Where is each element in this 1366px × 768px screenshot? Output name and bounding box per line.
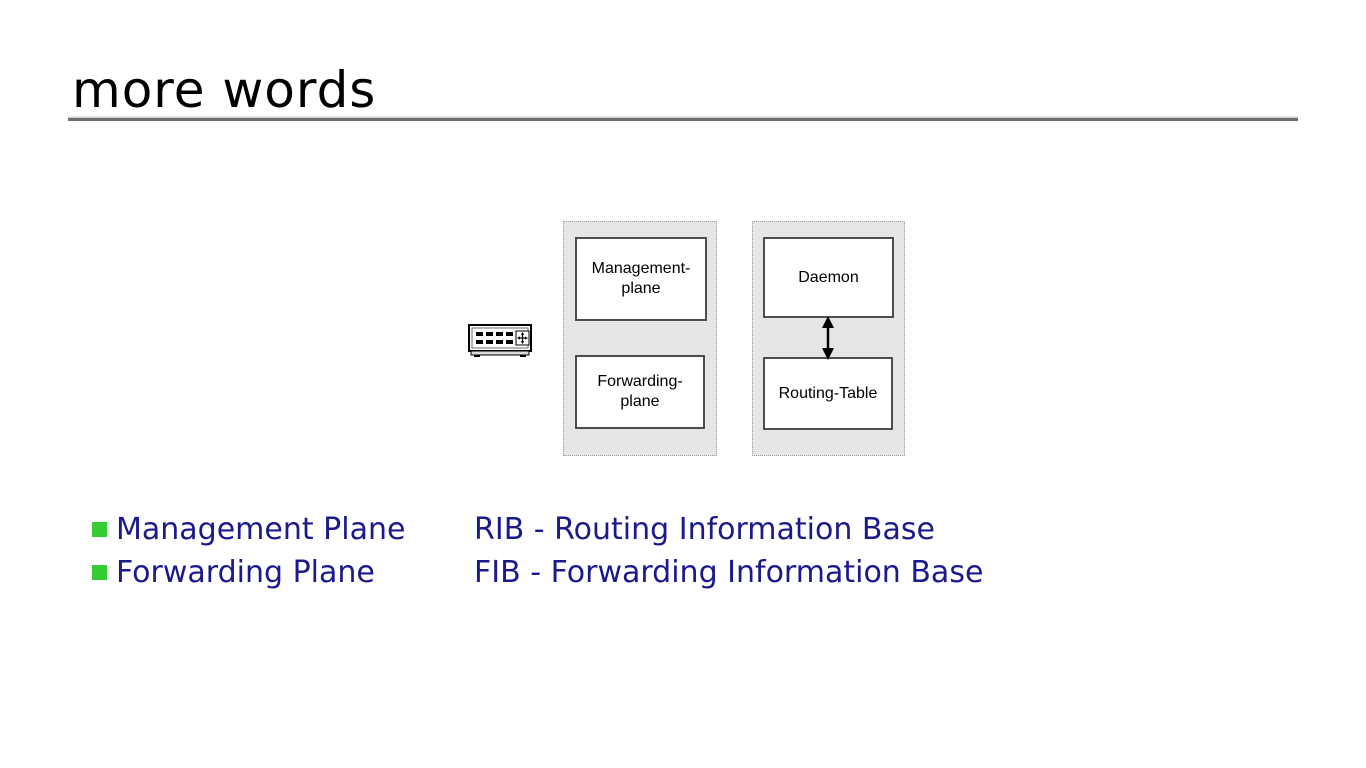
box-forwarding-plane: Forwarding- plane: [575, 355, 705, 429]
term-label-fib: FIB - Forwarding Information Base: [474, 555, 984, 590]
list-item: Forwarding Plane: [92, 551, 405, 594]
box-routing-table: Routing-Table: [763, 357, 893, 430]
box-routing-table-label: Routing-Table: [778, 384, 878, 402]
list-item: FIB - Forwarding Information Base: [474, 551, 983, 594]
box-forwarding-plane-line1: Forwarding-: [597, 373, 683, 390]
planes-bullet-list: Management Plane Forwarding Plane: [92, 508, 405, 594]
double-headed-arrow-icon: [815, 316, 841, 360]
bullet-square-icon: [92, 522, 107, 537]
page-title: more words: [72, 61, 377, 119]
bullet-label-management-plane: Management Plane: [116, 512, 406, 547]
box-forwarding-plane-line2: plane: [620, 393, 660, 410]
list-item: Management Plane: [92, 508, 405, 551]
terms-list: RIB - Routing Information Base FIB - For…: [474, 508, 983, 594]
term-label-rib: RIB - Routing Information Base: [474, 512, 935, 547]
bullet-square-icon: [92, 565, 107, 580]
box-daemon-label: Daemon: [798, 268, 859, 286]
router-icon: [468, 324, 534, 358]
list-item: RIB - Routing Information Base: [474, 508, 983, 551]
bullet-label-forwarding-plane: Forwarding Plane: [116, 555, 375, 590]
box-daemon: Daemon: [763, 237, 894, 318]
title-divider: [68, 116, 1298, 121]
box-management-plane-line2: plane: [621, 280, 661, 297]
box-management-plane-line1: Management-: [591, 260, 691, 277]
box-management-plane: Management- plane: [575, 237, 707, 321]
